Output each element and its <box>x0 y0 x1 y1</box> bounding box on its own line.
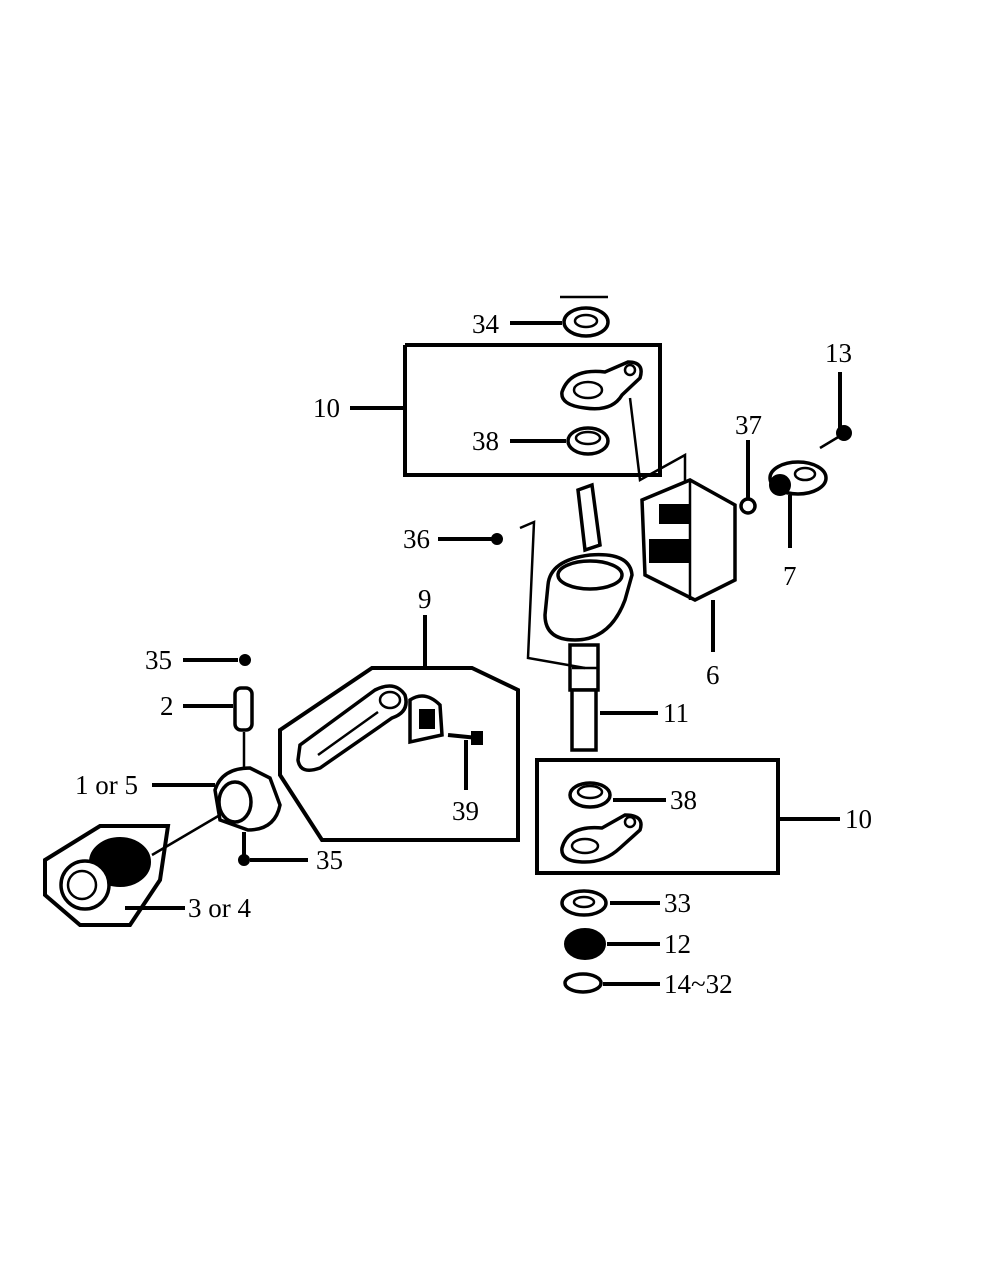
screw-13-part <box>819 425 852 450</box>
label-10-upper: 10 <box>313 393 340 423</box>
label-10-lower: 10 <box>845 804 872 834</box>
label-33: 33 <box>664 888 691 918</box>
upper-rod-cap-part <box>560 360 643 411</box>
lower-rod-cap-part <box>560 813 643 864</box>
bushing-38-lower-part <box>568 781 612 809</box>
label-36: 36 <box>403 524 430 554</box>
clip-35-lower-part <box>238 854 250 866</box>
cap-12-part <box>564 928 606 960</box>
upper-assembly-box <box>403 295 662 477</box>
piston-rings-part <box>59 837 151 911</box>
lower-assembly-box <box>535 758 780 875</box>
clip-35-upper-part <box>239 654 251 666</box>
rod-assembly-9-box <box>278 666 520 842</box>
label-12: 12 <box>664 929 691 959</box>
label-6: 6 <box>706 660 720 690</box>
bushing-38-upper-part <box>566 426 610 456</box>
pin-36-part <box>491 533 503 545</box>
label-34: 34 <box>472 309 500 339</box>
rod-cap-9-part <box>408 694 444 745</box>
connecting-rod-part <box>296 684 408 772</box>
label-39: 39 <box>452 796 479 826</box>
label-11: 11 <box>663 698 689 728</box>
label-7: 7 <box>783 561 797 591</box>
bearing-block-6-part <box>640 478 737 602</box>
label-9: 9 <box>418 584 432 614</box>
washer-33-part <box>560 889 608 917</box>
label-1-or-5: 1 or 5 <box>75 770 138 800</box>
label-37: 37 <box>735 410 762 440</box>
shim-14-32-part <box>563 972 603 994</box>
label-14-32: 14~32 <box>664 969 733 999</box>
piston-pin-2-part <box>233 686 254 732</box>
piston-1-or-5-part <box>213 766 282 832</box>
ring-set-3-or-4-box <box>43 824 171 927</box>
crankshaft-part <box>543 482 634 752</box>
label-38-lower: 38 <box>670 785 697 815</box>
label-35-lower: 35 <box>316 845 343 875</box>
bolt-39-part <box>447 731 483 745</box>
label-2: 2 <box>160 691 174 721</box>
label-13: 13 <box>825 338 852 368</box>
label-35-upper: 35 <box>145 645 172 675</box>
label-38-upper: 38 <box>472 426 499 456</box>
label-3-or-4: 3 or 4 <box>188 893 251 923</box>
ring-37-part <box>739 497 757 515</box>
washer-34-part <box>562 306 610 338</box>
fitting-7-part <box>768 460 828 496</box>
